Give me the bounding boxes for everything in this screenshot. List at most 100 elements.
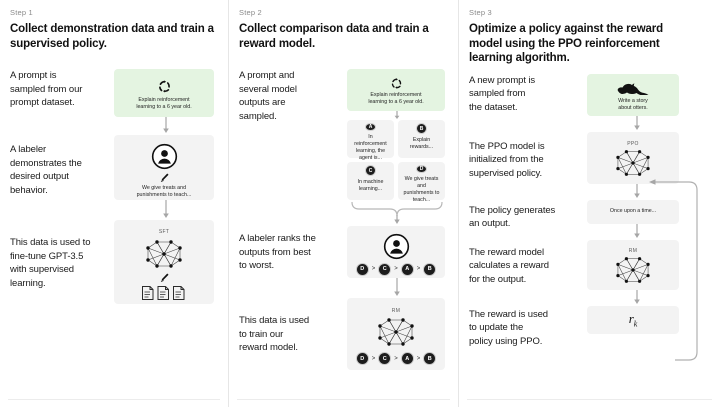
output-card-b: B Explain rewards... [398, 120, 445, 158]
output-card-c: C In machine learning... [347, 162, 394, 200]
person-circle-icon [383, 233, 410, 260]
rank-sep-1: > [371, 266, 376, 272]
output-card-a: A In reinforcement learning, the agent i… [347, 120, 394, 161]
reward-formula-card: rk [587, 305, 679, 334]
arrow-down-3-2 [587, 183, 687, 200]
rank-sep-3: > [416, 266, 421, 272]
rank-item-3: A [400, 262, 414, 276]
ppo-card: PPO [587, 131, 679, 184]
step-2-row-1: A prompt and several model outputs are s… [239, 69, 448, 226]
step-3-kicker: Step 3 [469, 8, 492, 17]
rm-label-step2: RM [391, 308, 401, 314]
step-2-kicker: Step 2 [239, 8, 262, 17]
step-1-rows: A prompt is sampled from our prompt data… [10, 69, 218, 304]
rm-card-step2: RM [347, 298, 445, 370]
output-badge-c: C [365, 165, 376, 176]
prompt-card-step1: Explain reinforcement learning to a 6 ye… [114, 69, 214, 117]
step-1-caption-2: A labeler demonstrates the desired outpu… [10, 144, 82, 196]
prompt-card-step3: Write a story about otters. [587, 73, 679, 116]
rank-sep-1: > [371, 355, 376, 362]
policy-output-text: Once upon a time... [609, 208, 657, 214]
step-2-row-2: A labeler ranks the outputs from best to… [239, 226, 448, 298]
prompt-text-step2: Explain reinforcement learning to a 6 ye… [368, 92, 424, 105]
step-1-kicker: Step 1 [10, 8, 33, 17]
rank-item-2: C [378, 262, 392, 276]
sft-label: SFT [158, 228, 170, 235]
step-2-caption-3: This data is used to train our reward mo… [239, 315, 310, 353]
rank-item-2: C [378, 352, 392, 365]
step-2-rows: A prompt and several model outputs are s… [239, 69, 448, 370]
arrow-down-3-4 [587, 289, 687, 306]
prompt-text-step1: Explain reinforcement learning to a 6 ye… [136, 97, 192, 110]
step-1-title: Collect demonstration data and train a s… [10, 23, 214, 50]
step-3-row-1: A new prompt is sampled from the dataset… [469, 73, 710, 132]
output-badge-d: D [416, 165, 427, 173]
arrow-down-1-2 [114, 200, 218, 220]
rank-item-4: B [423, 262, 437, 276]
step-1-row-3: This data is used to fine-tune GPT-3.5 w… [10, 220, 218, 304]
neural-network-icon [612, 147, 654, 179]
policy-output-card: Once upon a time... [587, 199, 679, 224]
step-2-caption-1: A prompt and several model outputs are s… [239, 70, 297, 122]
arrow-down-3-3 [587, 223, 687, 240]
neural-network-icon [374, 315, 418, 349]
rm-label-step3: RM [628, 247, 638, 254]
prompt-card-step2: Explain reinforcement learning to a 6 ye… [347, 69, 445, 111]
rank-item-4: B [423, 352, 437, 365]
step-3-row-3: The policy generates an output. Once upo… [469, 199, 710, 240]
recycle-arrows-icon [157, 79, 172, 94]
rank-item-1: D [355, 352, 369, 365]
rank-sep-2: > [394, 266, 398, 272]
step-1-row-2: A labeler demonstrates the desired outpu… [10, 135, 218, 220]
reward-symbol: r [628, 310, 634, 326]
ranking-row-labeler: D > C > A > B [355, 262, 437, 276]
step-3-title: Optimize a policy against the reward mod… [469, 23, 663, 64]
neural-network-icon [142, 237, 186, 271]
ranking-row-rm: D > C > A > B [355, 352, 437, 365]
output-text-c: In machine learning... [357, 179, 384, 192]
sft-card: SFT [114, 220, 214, 304]
rm-card-step3: RM [587, 239, 679, 290]
arrow-down-3-1 [587, 115, 687, 132]
labeler-text-step1: We give treats and punishments to teach.… [136, 184, 192, 198]
step-1-row-1: A prompt is sampled from our prompt data… [10, 69, 218, 135]
reward-subscript: k [633, 319, 638, 329]
output-card-d: D We give treats and punishments to teac… [398, 162, 445, 203]
three-documents-icon [141, 285, 187, 301]
labeler-rank-card: D > C > A > B [347, 226, 445, 278]
pen-icon [159, 272, 170, 283]
step-3-row-5: The reward is used to update the policy … [469, 305, 710, 349]
step-2-caption-2: A labeler ranks the outputs from best to… [239, 233, 316, 271]
model-outputs-grid: A In reinforcement learning, the agent i… [347, 120, 445, 203]
step-1-panel: Step 1 Collect demonstration data and tr… [0, 0, 228, 407]
rank-item-1: D [355, 262, 369, 276]
rank-sep-3: > [416, 355, 421, 362]
step-3-rows: A new prompt is sampled from the dataset… [469, 73, 710, 349]
arrow-down-2-0 [347, 111, 447, 120]
step-3-caption-3: The policy generates an output. [469, 204, 556, 230]
output-badge-b: B [416, 123, 427, 134]
reward-formula: rk [629, 311, 638, 329]
otter-icon [616, 80, 650, 95]
prompt-text-step3: Write a story about otters. [618, 98, 648, 111]
rank-sep-2: > [394, 355, 398, 362]
step-2-panel: Step 2 Collect comparison data and train… [228, 0, 458, 407]
output-text-a: In reinforcement learning, the agent is.… [354, 134, 387, 161]
step-3-caption-4: The reward model calculates a reward for… [469, 246, 549, 285]
step-3-caption-2: The PPO model is initialized from the su… [469, 140, 545, 179]
arrow-down-2-2 [347, 278, 447, 298]
output-text-d: We give treats and punishments to teach.… [403, 176, 440, 203]
labeler-card-step1: We give treats and punishments to teach.… [114, 135, 214, 200]
step-3-caption-1: A new prompt is sampled from the dataset… [469, 74, 536, 113]
recycle-arrows-icon [390, 77, 403, 90]
ppo-label: PPO [627, 140, 639, 147]
arrow-down-1-1 [114, 117, 218, 135]
person-circle-icon [151, 143, 178, 170]
step-2-title: Collect comparison data and train a rewa… [239, 23, 429, 50]
merge-brace-arrow [347, 200, 447, 226]
step-3-panel: Step 3 Optimize a policy against the rew… [458, 0, 720, 407]
step-3-caption-5: The reward is used to update the policy … [469, 308, 548, 347]
step-1-caption-1: A prompt is sampled from our prompt data… [10, 70, 83, 108]
neural-network-icon [612, 254, 654, 286]
